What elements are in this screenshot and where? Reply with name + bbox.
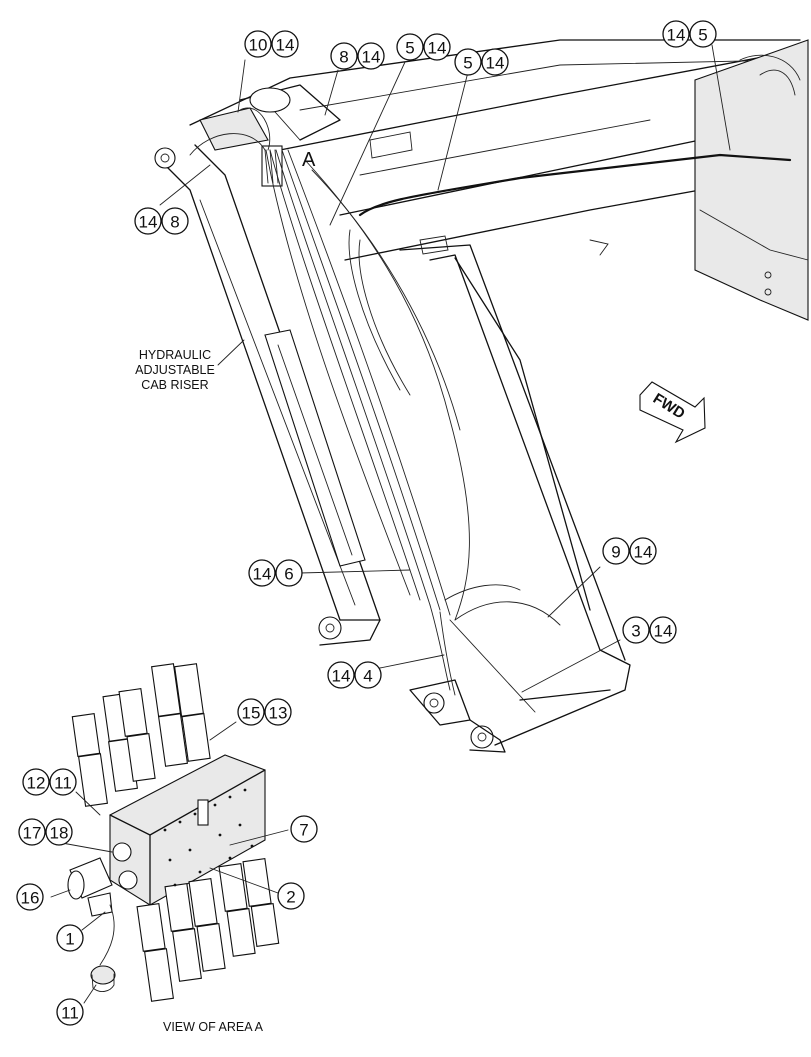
cab-riser-label-line2: ADJUSTABLE bbox=[135, 363, 215, 377]
callout-bubble bbox=[327, 661, 355, 689]
callout-number: 14 bbox=[634, 543, 653, 562]
callout-number: 4 bbox=[363, 667, 372, 686]
callout-bubble bbox=[16, 883, 44, 911]
callout-bubble bbox=[454, 48, 482, 76]
callout-c15: 16 bbox=[16, 883, 44, 911]
callout-c2: 8 14 bbox=[330, 42, 385, 70]
callout-c8: 14 6 bbox=[248, 559, 303, 587]
callout-number: 14 bbox=[139, 213, 158, 232]
callout-number: 8 bbox=[170, 213, 179, 232]
callout-c18: 11 bbox=[56, 998, 84, 1026]
callout-number: 10 bbox=[249, 36, 268, 55]
callout-number: 14 bbox=[486, 54, 505, 73]
callout-number: 5 bbox=[463, 54, 472, 73]
callout-bubble bbox=[629, 537, 657, 565]
area-a-marker: A bbox=[302, 149, 316, 171]
callout-c9: 3 14 bbox=[622, 616, 677, 644]
callout-bubble bbox=[622, 616, 650, 644]
callout-bubble bbox=[56, 998, 84, 1026]
view-caption: VIEW OF AREA A bbox=[163, 1020, 264, 1034]
callout-bubble bbox=[396, 33, 424, 61]
callout-c14: 7 bbox=[290, 815, 318, 843]
callout-bubble bbox=[357, 42, 385, 70]
callout-c16: 2 bbox=[277, 882, 305, 910]
callout-number: 18 bbox=[50, 824, 69, 843]
callout-bubble bbox=[662, 20, 690, 48]
callout-bubble bbox=[354, 661, 382, 689]
callout-number: 2 bbox=[286, 888, 295, 907]
callout-bubble bbox=[56, 924, 84, 952]
callout-number: 11 bbox=[61, 1004, 79, 1023]
callout-c3: 5 14 bbox=[396, 33, 451, 61]
callout-number: 16 bbox=[21, 889, 40, 908]
callout-bubble bbox=[134, 207, 162, 235]
callout-bubble bbox=[237, 698, 265, 726]
callout-c4: 5 14 bbox=[454, 48, 509, 76]
callout-bubble bbox=[330, 42, 358, 70]
callout-number: 14 bbox=[654, 622, 673, 641]
callout-number: 14 bbox=[362, 48, 381, 67]
callout-c12: 12 11 bbox=[22, 768, 77, 796]
callout-number: 11 bbox=[54, 774, 72, 793]
callout-c5: 14 5 bbox=[662, 20, 717, 48]
callout-number: 14 bbox=[253, 565, 272, 584]
callout-number: 14 bbox=[428, 39, 447, 58]
callout-number: 1 bbox=[65, 930, 74, 949]
hydraulic-hoses bbox=[189, 107, 792, 713]
callout-bubble bbox=[649, 616, 677, 644]
callout-number: 8 bbox=[339, 48, 348, 67]
callout-number: 13 bbox=[269, 704, 288, 723]
callout-bubble bbox=[689, 20, 717, 48]
callout-number: 14 bbox=[332, 667, 351, 686]
callout-c6: 14 8 bbox=[134, 207, 189, 235]
callout-bubble bbox=[244, 30, 272, 58]
callout-number: 9 bbox=[611, 543, 620, 562]
callout-bubble bbox=[481, 48, 509, 76]
boom-structure bbox=[154, 39, 809, 753]
leader-lines bbox=[50, 44, 731, 1004]
callout-bubble bbox=[271, 30, 299, 58]
callout-bubble bbox=[277, 882, 305, 910]
callout-bubble bbox=[423, 33, 451, 61]
callout-number: 14 bbox=[667, 26, 686, 45]
callout-bubble bbox=[22, 768, 50, 796]
valve-block-detail bbox=[67, 663, 280, 1002]
callout-bubble bbox=[602, 537, 630, 565]
callout-bubble bbox=[49, 768, 77, 796]
callout-bubble bbox=[45, 818, 73, 846]
callout-c7: 9 14 bbox=[602, 537, 657, 565]
callout-number: 14 bbox=[276, 36, 295, 55]
callout-c1: 10 14 bbox=[244, 30, 299, 58]
callout-c17: 1 bbox=[56, 924, 84, 952]
callout-number: 15 bbox=[242, 704, 261, 723]
callout-number: 7 bbox=[299, 821, 308, 840]
callout-number: 5 bbox=[698, 26, 707, 45]
callout-bubble bbox=[161, 207, 189, 235]
callout-number: 12 bbox=[27, 774, 46, 793]
callout-number: 3 bbox=[631, 622, 640, 641]
callout-number: 17 bbox=[23, 824, 42, 843]
callout-number: 5 bbox=[405, 39, 414, 58]
cab-riser-label-line3: CAB RISER bbox=[141, 378, 208, 392]
callout-bubble bbox=[290, 815, 318, 843]
callout-number: 6 bbox=[284, 565, 293, 584]
callout-bubble bbox=[264, 698, 292, 726]
callout-bubble bbox=[18, 818, 46, 846]
callout-bubble bbox=[248, 559, 276, 587]
forward-arrow: FWD bbox=[639, 381, 706, 444]
callout-c10: 14 4 bbox=[327, 661, 382, 689]
cab-riser-label-line1: HYDRAULIC bbox=[139, 348, 211, 362]
callout-bubble bbox=[275, 559, 303, 587]
